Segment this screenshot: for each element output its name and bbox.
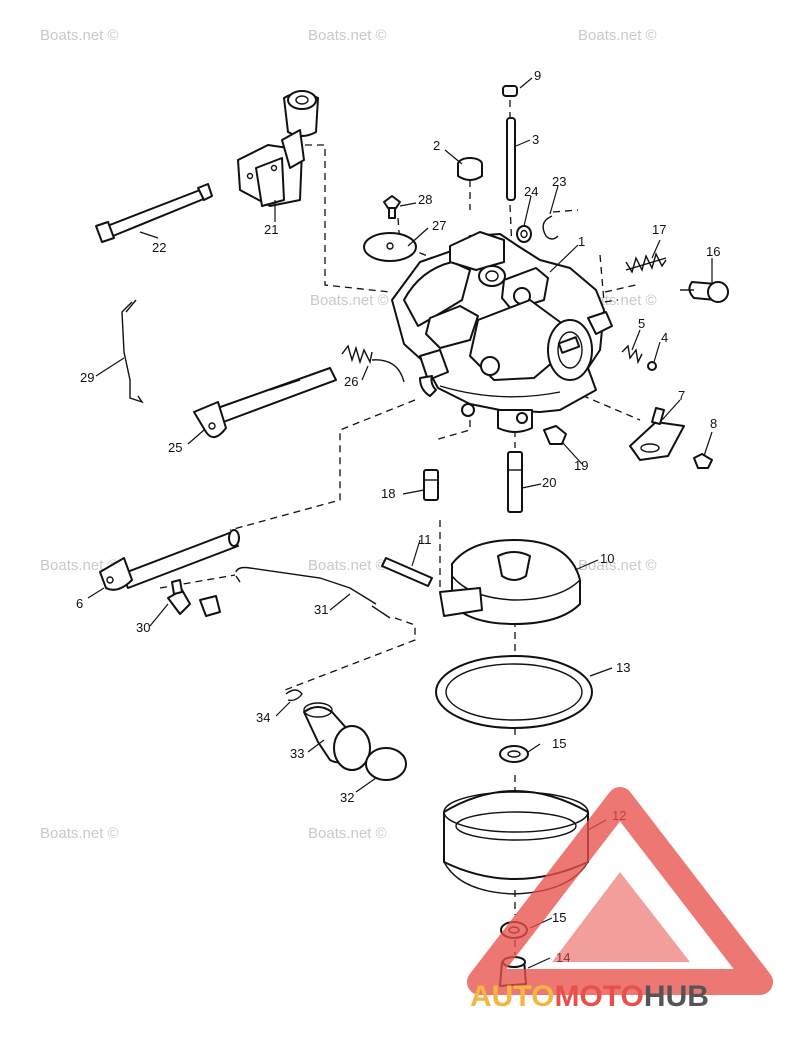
- part-23-clip: [542, 215, 559, 240]
- part-34-clip: [285, 689, 303, 702]
- automotohub-logo: AUTOMOTOHUB: [467, 787, 773, 1013]
- callout-6: 6: [76, 596, 83, 611]
- watermark: Boats.net ©: [308, 27, 387, 44]
- part-3-rod: [506, 117, 516, 201]
- part-21-bracket: [237, 90, 319, 207]
- callout-10: 10: [600, 551, 614, 566]
- logo-text-auto: AUTO: [470, 980, 554, 1013]
- part-27-disc: [363, 232, 417, 262]
- callout-24: 24: [524, 184, 538, 199]
- callout-13: 13: [616, 660, 630, 675]
- watermark: Boats.net ©: [308, 557, 387, 574]
- callout-9: 9: [534, 68, 541, 83]
- part-2-plug: [457, 157, 483, 181]
- part-18-jet: [423, 469, 439, 501]
- callout-31: 31: [314, 602, 328, 617]
- part-6-choke-shaft: [99, 529, 240, 591]
- part-8-screw: [693, 453, 713, 469]
- watermark: Boats.net ©: [308, 825, 387, 842]
- part-25-shaft: [193, 367, 337, 439]
- logo-triangle-mark: [467, 787, 773, 995]
- svg-text:AUTOMOTOHUB: AUTOMOTOHUB: [470, 980, 709, 1013]
- callout-7: 7: [678, 388, 685, 403]
- part-4-ball: [647, 361, 657, 371]
- callout-34: 34: [256, 710, 270, 725]
- part-29-link: [121, 299, 144, 404]
- part-7-plate: [629, 407, 685, 461]
- callout-2: 2: [433, 138, 440, 153]
- callout-29: 29: [80, 370, 94, 385]
- part-33-nozzle: [303, 702, 371, 771]
- callout-18: 18: [381, 486, 395, 501]
- part-16-screw: [680, 281, 729, 303]
- part-11-pin: [381, 557, 433, 587]
- watermark: Boats.net ©: [40, 825, 119, 842]
- callout-11: 11: [418, 532, 432, 547]
- callout-4: 4: [661, 330, 668, 345]
- callout-3: 3: [532, 132, 539, 147]
- watermark: Boats.net ©: [40, 557, 119, 574]
- logo-text-hub: HUB: [644, 980, 709, 1013]
- callout-17: 17: [652, 222, 666, 237]
- callout-20: 20: [542, 475, 556, 490]
- part-22-bolt: [95, 183, 213, 243]
- part-19-screw: [543, 425, 567, 445]
- callout-33: 33: [290, 746, 304, 761]
- part-28-screw: [383, 195, 401, 219]
- callout-30: 30: [136, 620, 150, 635]
- callout-15: 15: [552, 736, 566, 751]
- part-31-wire: [235, 566, 391, 619]
- watermark: Boats.net ©: [310, 292, 389, 309]
- part-1-carburetor-body: [391, 231, 613, 433]
- callout-28: 28: [418, 192, 432, 207]
- part-32-disc: [365, 747, 407, 781]
- callout-32: 32: [340, 790, 354, 805]
- logo-triangle-inner: [552, 872, 690, 962]
- part-30-lever: [167, 579, 221, 617]
- callout-22: 22: [152, 240, 166, 255]
- part-9-cap: [502, 85, 518, 97]
- watermark: Boats.net ©: [40, 27, 119, 44]
- callout-5: 5: [638, 316, 645, 331]
- leader-lines: [87, 77, 713, 969]
- callout-16: 16: [706, 244, 720, 259]
- part-26-spring: [341, 344, 405, 383]
- part-5-spring: [621, 344, 643, 365]
- logo-text-moto: MOTO: [554, 980, 643, 1013]
- callout-23: 23: [552, 174, 566, 189]
- part-13-gasket: [435, 655, 593, 729]
- callout-25: 25: [168, 440, 182, 455]
- part-17-spring: [625, 252, 667, 274]
- part-24-washer: [516, 225, 532, 243]
- part-20-tube: [507, 451, 523, 513]
- callout-27: 27: [432, 218, 446, 233]
- callout-15: 15: [552, 910, 566, 925]
- callout-21: 21: [264, 222, 278, 237]
- watermark: Boats.net ©: [578, 27, 657, 44]
- part-10-float: [439, 539, 581, 625]
- watermarks: Boats.net © Boats.net © Boats.net © Boat…: [40, 27, 657, 842]
- part-15-washer: [499, 745, 529, 763]
- callout-8: 8: [710, 416, 717, 431]
- callout-26: 26: [344, 374, 358, 389]
- callout-19: 19: [574, 458, 588, 473]
- watermark: Boats.net ©: [578, 557, 657, 574]
- callout-1: 1: [578, 234, 585, 249]
